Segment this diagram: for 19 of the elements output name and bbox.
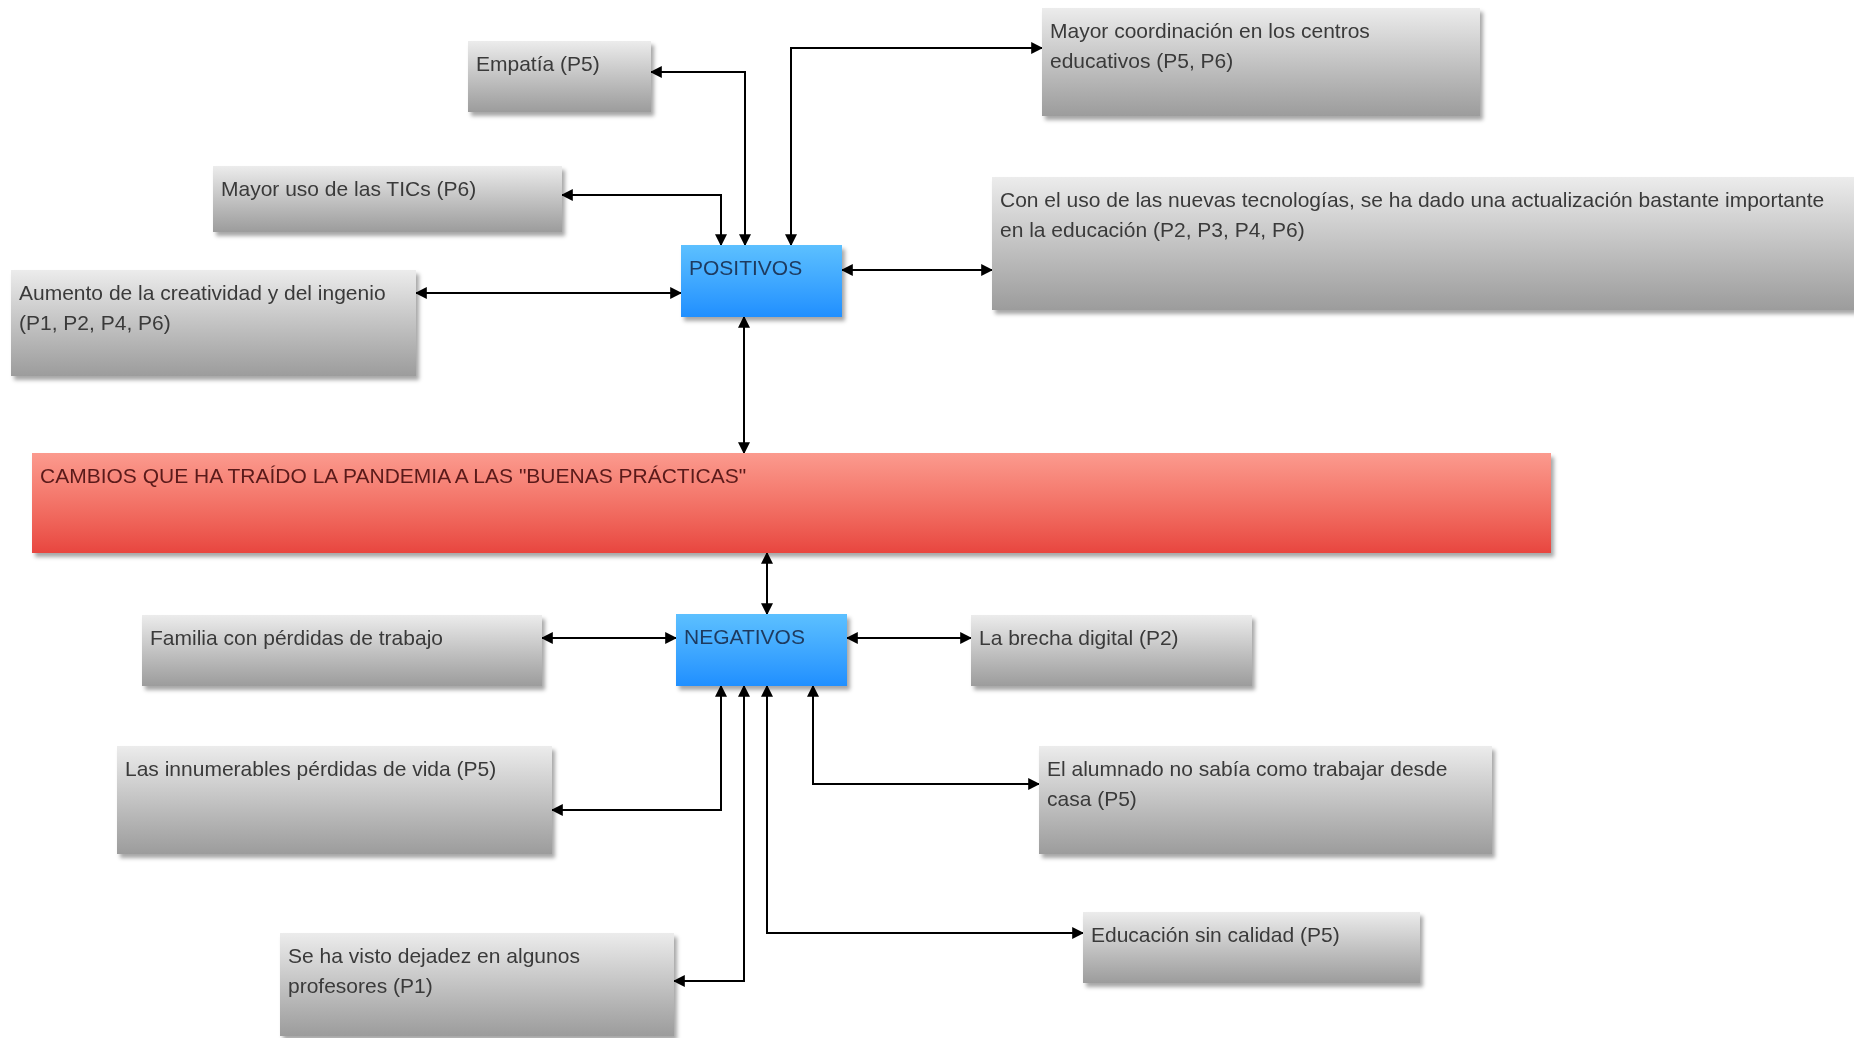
title-banner: CAMBIOS QUE HA TRAÍDO LA PANDEMIA A LAS "BUENAS PRÁCTICAS" [32, 453, 1551, 553]
note-box: La brecha digital (P2) [971, 615, 1252, 686]
double-arrow [785, 42, 1044, 247]
category-box: POSITIVOS [681, 245, 842, 317]
note-box: Las innumerables pérdidas de vida (P5) [117, 746, 552, 854]
note-box: Aumento de la creatividad y del ingenio (P1, P2, P4, P6) [11, 270, 416, 376]
note-box: El alumnado no sabía como trabajar desde casa (P5) [1039, 746, 1492, 854]
note-box: Mayor coordinación en los centros educativos (P5, P6) [1042, 8, 1480, 116]
note-box: Mayor uso de las TICs (P6) [213, 166, 562, 232]
double-arrow [761, 551, 773, 616]
note-box: Familia con pérdidas de trabajo [142, 615, 542, 686]
double-arrow [738, 315, 750, 455]
double-arrow [761, 684, 1085, 939]
note-box: Empatía (P5) [468, 41, 651, 112]
note-box: Con el uso de las nuevas tecnologías, se ha dado una actualización bastante importante en la educación (P2, P3, P4, P6) [992, 177, 1854, 310]
note-box: Se ha visto dejadez en algunos profesores (P1) [280, 933, 674, 1036]
note-box: Educación sin calidad (P5) [1083, 912, 1420, 983]
double-arrow [807, 684, 1041, 790]
category-box: NEGATIVOS [676, 614, 847, 686]
